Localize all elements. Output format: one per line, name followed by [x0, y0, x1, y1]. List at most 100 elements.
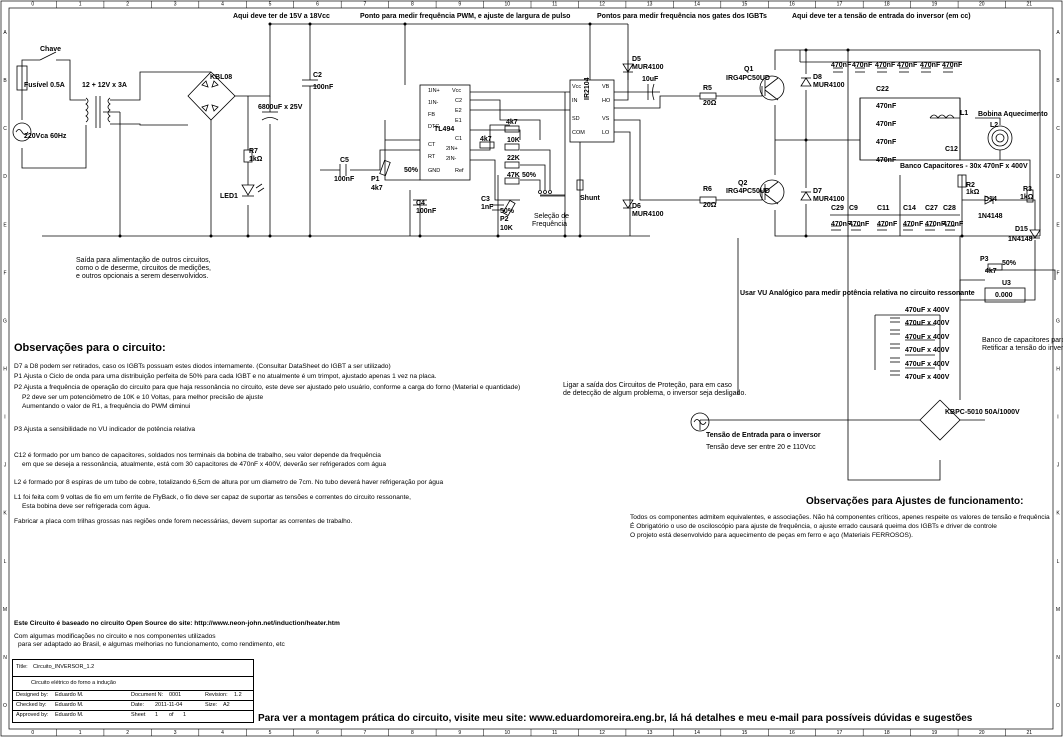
label-d7-val: MUR4100: [813, 196, 845, 203]
observacao-line: D7 a D8 podem ser retirados, caso os IGB…: [14, 363, 391, 370]
grid-row-label: M: [3, 607, 7, 613]
grid-column-label: 7: [364, 730, 367, 736]
label-p2: P2: [500, 216, 509, 223]
label-p1: P1: [371, 176, 380, 183]
label-bobina: Bobina Aquecimento: [978, 111, 1048, 118]
label-p3-val: 4k7: [985, 268, 997, 275]
led-icon: [241, 184, 255, 196]
grid-row-label: D: [1056, 174, 1060, 180]
bridge-rectifier-icon: [187, 71, 236, 121]
grid-column-label: 12: [599, 730, 605, 736]
label-10uf: 10uF: [642, 76, 659, 83]
note-tensao-deve: Tensão deve ser entre 20 e 110Vcc: [706, 444, 816, 451]
grid-row-label: L: [1057, 559, 1060, 565]
label-rect-cap-3: 470uF x 400V: [905, 334, 950, 341]
grid-row-label: J: [1057, 463, 1060, 469]
label-r2-val: 1kΩ: [966, 189, 980, 196]
grid-column-label: 0: [31, 730, 34, 736]
label-d14: D14: [984, 196, 997, 203]
grid-row-label: C: [3, 126, 7, 132]
grid-column-labels: 0011223344556677889910101111121213131414…: [31, 1, 1032, 736]
tl494-pin-right: C2: [455, 98, 463, 104]
ajuste-line: O projeto está desenvolvido para aquecim…: [630, 532, 913, 539]
ir2104-pin: COM: [572, 130, 585, 136]
tb-designed-value: Eduardo M.: [55, 692, 84, 698]
tl494-pin-left: 1IN-: [428, 100, 439, 106]
label-cap-top-6: 470nF: [942, 62, 963, 69]
grid-column-label: 5: [269, 730, 272, 736]
label-d5-val: MUR4100: [632, 64, 664, 71]
tl494-pin-left: RT: [428, 154, 436, 160]
note-inverter-input: Aqui deve ter a tensão de entrada do inv…: [792, 13, 971, 20]
label-c28: C28: [943, 205, 956, 212]
tl494-ic: [419, 84, 471, 181]
label-r2: R2: [966, 182, 975, 189]
tb-size-value: A2: [223, 702, 230, 708]
tl494-pin-right: Ref: [455, 168, 464, 174]
ir2104-pin: SD: [572, 116, 580, 122]
tb-title-value: Circuito_INVERSOR_1.2: [33, 664, 95, 670]
grid-row-label: I: [4, 415, 5, 421]
label-rect-cap-2: 470uF x 400V: [905, 320, 950, 327]
label-cap-bot-3: 470nF: [877, 221, 898, 228]
note-protecao-1: Ligar a saída dos Circuitos de Proteção,…: [563, 382, 732, 389]
note-vu: Usar VU Analógico para medir potência re…: [740, 290, 975, 297]
grid-column-label: 2: [126, 2, 129, 8]
label-freq-sel2: Frequência: [532, 221, 568, 228]
note-protecao-2: de detecção de algum problema, o inverso…: [563, 390, 747, 397]
tl494-pin-right: E2: [455, 108, 462, 114]
grid-column-label: 15: [742, 2, 748, 8]
ir2104-pin: HO: [602, 98, 611, 104]
grid-column-label: 11: [552, 2, 557, 8]
grid-row-label: B: [3, 78, 7, 84]
grid-row-label: O: [3, 703, 7, 709]
igbt-q1-icon: [759, 75, 785, 101]
wires: [21, 23, 1056, 481]
grid-column-label: 19: [932, 2, 938, 8]
work-coil-icon: [987, 125, 1013, 151]
label-d5: D5: [632, 56, 641, 63]
grid-column-label: 16: [789, 2, 795, 8]
grid-column-label: 21: [1026, 2, 1032, 8]
label-bridge1: KBL08: [210, 74, 233, 81]
grid-column-label: 6: [316, 2, 319, 8]
junction-dots: [118, 22, 964, 238]
grid-column-label: 13: [647, 730, 653, 736]
label-q1-val: IRG4PC50UD: [726, 75, 770, 82]
label-cap-top-1: 470nF: [831, 62, 852, 69]
note-supply-15v: Aqui deve ter de 15V a 18Vcc: [233, 13, 330, 20]
grid-column-label: 3: [174, 730, 177, 736]
observacao-line: P2 deve ser um potenciômetro de 10K e 10…: [22, 394, 264, 401]
label-c3: C3: [481, 196, 490, 203]
grid-column-label: 17: [837, 2, 843, 8]
grid-row-label: N: [1056, 655, 1060, 661]
label-p3-pct: 50%: [1002, 260, 1017, 267]
ac-input-icon: [690, 412, 710, 432]
label-r3: R3: [1023, 186, 1032, 193]
grid-column-label: 8: [411, 2, 414, 8]
grid-row-label: A: [1056, 30, 1060, 36]
label-r5: R5: [703, 85, 712, 92]
observacao-line: C12 é formado por um banco de capacitore…: [14, 452, 381, 459]
grid-column-label: 18: [884, 2, 890, 8]
grid-row-label: E: [1056, 222, 1060, 228]
grid-column-label: 16: [789, 730, 795, 736]
tl494-pin-right: 2IN+: [446, 146, 458, 152]
tb-checked-label: Checked by:: [16, 702, 47, 708]
grid-column-label: 5: [269, 2, 272, 8]
label-p1-val: 4k7: [371, 185, 383, 192]
footer-note: Para ver a montagem prática do circuito,…: [258, 713, 973, 724]
grid-column-label: 6: [316, 730, 319, 736]
tl494-pin-left: DTC: [428, 124, 440, 130]
note-saida-1: Saída para alimentação de outros circuit…: [76, 257, 211, 264]
label-r-4k7-a: 4k7: [506, 119, 518, 126]
label-cap-top-4: 470nF: [897, 62, 918, 69]
label-d7: D7: [813, 188, 822, 195]
source-note-1: Este Circuito é baseado no circuito Open…: [14, 620, 340, 627]
label-rect-cap-4: 470uF x 400V: [905, 347, 950, 354]
ir2104-pin: IN: [572, 98, 578, 104]
grid-row-label: H: [1056, 367, 1060, 373]
label-c3-val: 1nF: [481, 204, 494, 211]
grid-column-label: 20: [979, 730, 985, 736]
